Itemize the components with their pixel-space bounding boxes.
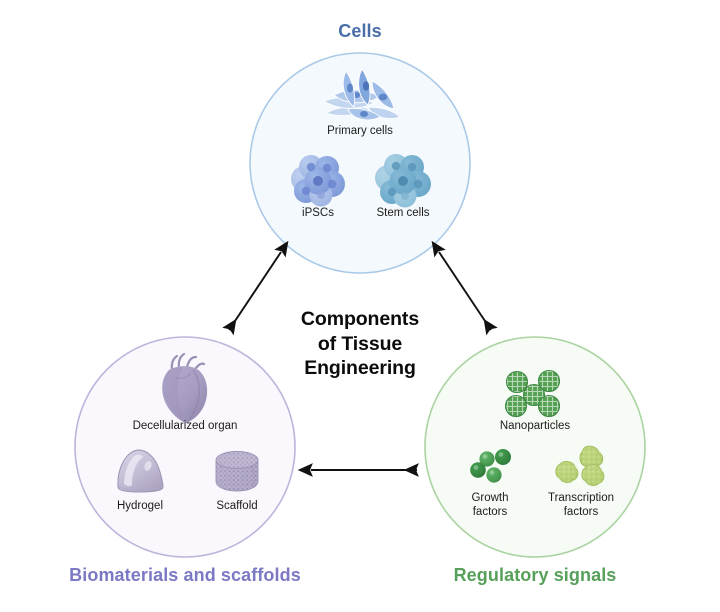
growth-factors-icon bbox=[470, 449, 511, 483]
label-transcription-factors: Transcription factors bbox=[533, 492, 629, 519]
label-primary-cells: Primary cells bbox=[327, 125, 393, 137]
center-title-line-1: Components bbox=[300, 308, 420, 330]
spindle-cells-icon bbox=[323, 68, 401, 121]
label-hydrogel: Hydrogel bbox=[116, 500, 164, 512]
label-decellularized-organ: Decellularized organ bbox=[132, 420, 238, 432]
connector-cells-regulatory bbox=[431, 240, 498, 336]
group-heading-regulatory: Regulatory signals bbox=[453, 565, 617, 585]
label-transcription-factors-line-2: factors bbox=[563, 505, 599, 518]
group-heading-cells: Cells bbox=[338, 21, 382, 41]
label-transcription-factors-line-1: Transcription bbox=[547, 492, 615, 504]
circle-regulatory bbox=[424, 336, 646, 558]
transcription-factors-icon bbox=[555, 445, 605, 486]
porous-scaffold-icon bbox=[215, 451, 259, 492]
center-title: Components of Tissue Engineering bbox=[248, 307, 472, 381]
label-growth-factors-line-2: factors bbox=[472, 505, 508, 518]
label-nanoparticles: Nanoparticles bbox=[499, 420, 571, 432]
center-title-line-3: Engineering bbox=[304, 357, 416, 380]
ipsc-cluster-icon bbox=[291, 155, 345, 207]
label-ipscs: iPSCs bbox=[302, 207, 334, 219]
label-stem-cells: Stem cells bbox=[376, 207, 430, 219]
nanoparticles-icon bbox=[504, 369, 561, 418]
center-title-line-2: of Tissue bbox=[317, 332, 403, 355]
label-growth-factors-line-1: Growth bbox=[471, 492, 509, 504]
stem-cell-cluster-icon bbox=[375, 154, 431, 208]
circle-cells bbox=[249, 52, 471, 274]
label-growth-factors: Growth factors bbox=[445, 492, 535, 519]
label-scaffold: Scaffold bbox=[216, 500, 258, 512]
hydrogel-dome-icon bbox=[117, 449, 164, 493]
group-heading-biomaterials: Biomaterials and scaffolds bbox=[69, 565, 301, 585]
circle-biomaterials bbox=[74, 336, 296, 558]
connector-cells-biomaterials bbox=[222, 240, 289, 336]
heart-icon bbox=[162, 352, 208, 423]
